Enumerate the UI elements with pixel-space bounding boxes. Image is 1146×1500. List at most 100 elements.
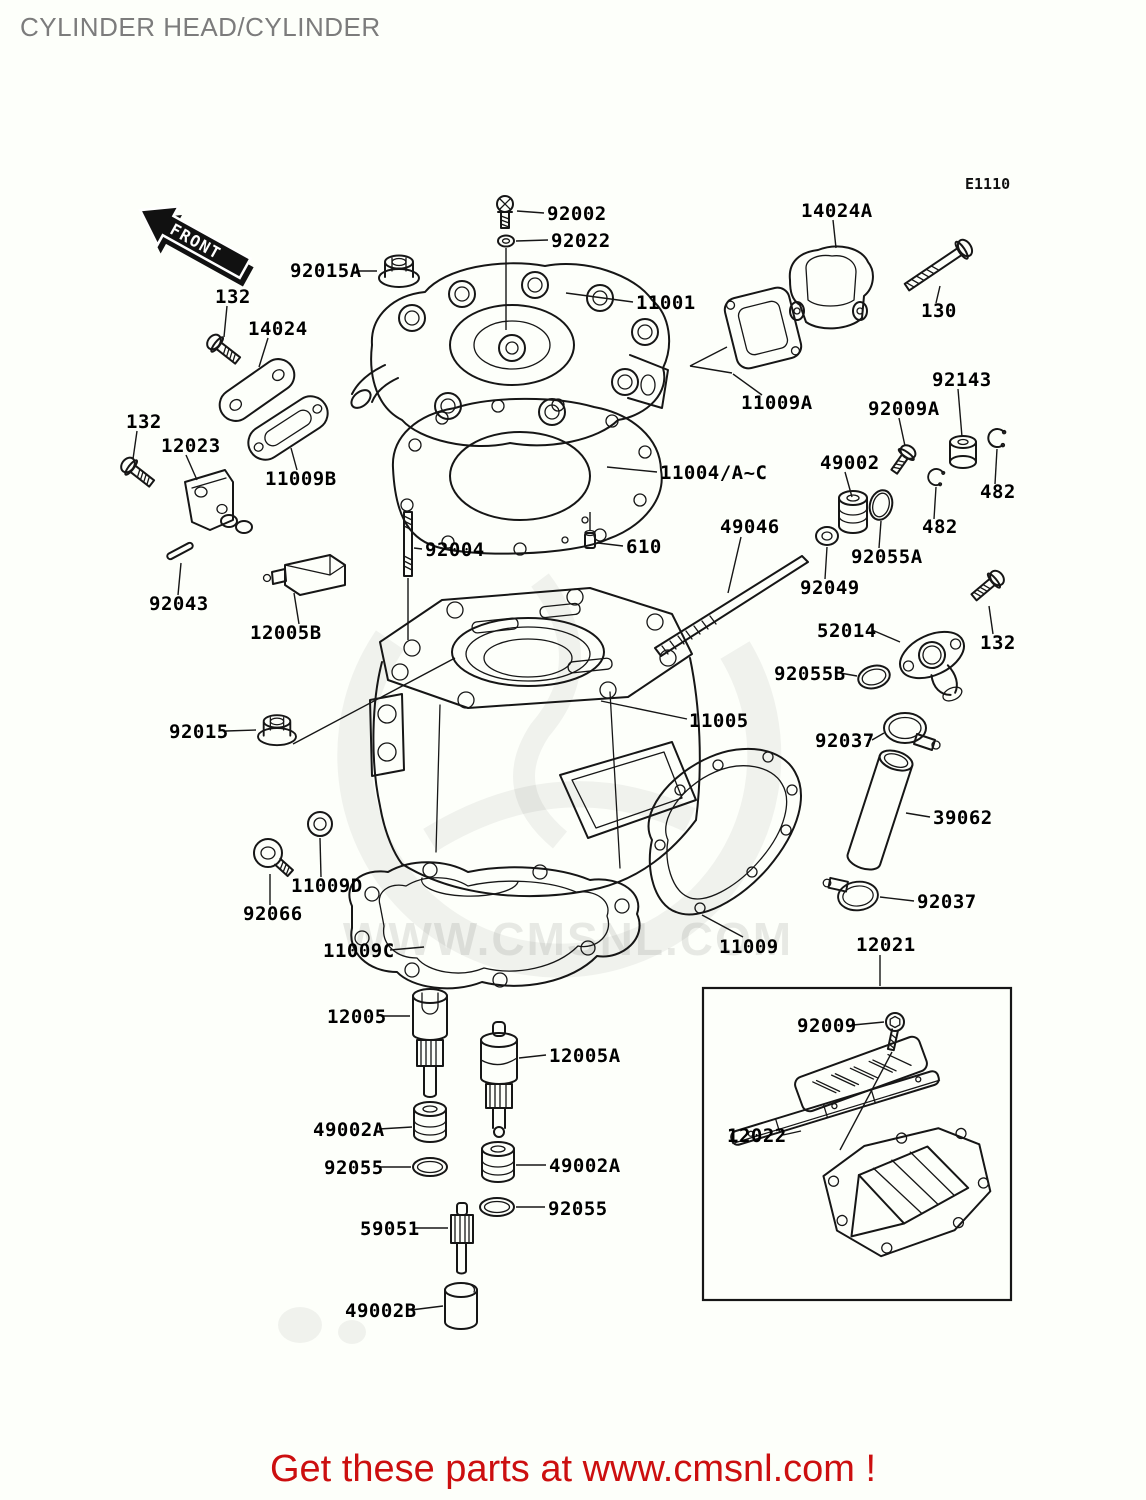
part-label-screw-92009a: 92009A [868,398,940,420]
leader-washer-92022 [515,239,549,242]
cap-14024a-drawing [788,245,874,330]
dowel-610-drawing [584,512,596,549]
footer-promo-text: Get these parts at www.cmsnl.com ! [269,1448,877,1490]
nut-92015-drawing [257,714,297,747]
part-label-inset-12021: 12021 [856,934,916,956]
reed-12022-drawing [730,1070,941,1146]
labels-layer: 920029202292015A1100114024A1301321402411… [126,200,1016,1322]
part-label-bolt-132-left: 132 [126,411,162,433]
leader-screw-92009a [898,417,906,447]
part-label-spool-49002a-left: 49002A [313,1119,385,1141]
gear-59051-drawing [450,1202,474,1275]
bushing-92049-drawing [815,526,839,546]
tube-39062-drawing [846,749,914,871]
page-title: CYLINDER HEAD/CYLINDER [20,12,381,42]
part-label-cylinder-head-11001: 11001 [636,292,696,314]
base-gasket-drawing [348,861,641,990]
leader-cylinder-11005 [600,700,688,720]
clamp-92037-upper-drawing [883,712,941,751]
bolt-132-left-drawing [116,453,159,492]
diagram-code: E1110 [965,175,1010,193]
leader-cap-14024a [832,219,837,249]
leader-dowel-610 [597,542,624,547]
part-label-screw-92009: 92009 [797,1015,857,1037]
reed-gasket-drawing [647,747,802,916]
part-label-gasket-11009a: 11009A [741,392,813,414]
leader-reed-gasket-11009 [701,914,744,938]
leader-bolt-132-right [988,605,994,635]
bushing-49002-drawing [838,490,868,534]
part-label-actuator-12005b: 12005B [250,622,322,644]
part-label-joint-52014: 52014 [817,620,877,642]
part-label-clamp-92037-lower: 92037 [917,891,977,913]
oring-92055-right-drawing [479,1197,515,1217]
shaft-49046-drawing [654,555,809,657]
part-label-oring-92055-right: 92055 [548,1198,608,1220]
part-label-gear-59051: 59051 [360,1218,420,1240]
leader-nut-92015 [225,729,257,732]
leader-head-gasket-11004 [606,466,658,473]
cylinder-head-drawing [350,262,671,447]
leader-gasket-11009b [290,447,298,471]
oring-92055b-drawing [857,664,891,690]
leader-spool-49002a-left [378,1126,413,1130]
watermark-text: WWW.CMSNL.COM [343,913,793,965]
joint-52014-drawing [899,630,965,702]
spool-49002a-left-drawing [413,1101,447,1143]
part-label-head-gasket-11004: 11004/A~C [660,462,767,484]
part-label-clamp-92037-upper: 92037 [815,730,875,752]
part-label-bolt-92066: 92066 [243,903,303,925]
leader-gasket-11009a [732,373,763,396]
oring-92055-left-drawing [412,1157,448,1177]
leader-stud-92004 [413,547,423,550]
oring-92055a-drawing [868,489,894,521]
part-label-cap-14024a: 14024A [801,200,873,222]
leader-plate-14024 [258,337,269,368]
part-label-bolt-132-top-left: 132 [215,286,251,308]
cylinder-drawing [369,587,701,897]
bracket-12023-drawing [184,469,253,534]
part-label-oring-92055a: 92055A [851,546,923,568]
part-label-bolt-130: 130 [921,300,957,322]
part-label-spool-49002a-right: 49002A [549,1155,621,1177]
washer-11009d-drawing [307,811,333,837]
leader-washer-11009d [319,837,322,878]
leader-collar-92143 [957,388,963,438]
bolt-130-drawing [903,238,974,292]
part-label-circlip-482-a: 482 [980,481,1016,503]
leader-oring-92055a [878,520,882,549]
leader-joint-52014 [871,629,901,643]
head-gasket-drawing [391,397,663,556]
part-label-bracket-12023: 12023 [161,435,221,457]
screw-92002-drawing [496,195,514,229]
leader-bolt-132-top-left [223,305,228,338]
reed-stopper-drawing [794,1035,928,1113]
leader-clamp-92037-upper [871,732,885,741]
gasket-11009b-drawing [247,395,329,461]
leader-bushing-92049 [824,546,828,580]
leader-shaft-49046 [727,536,742,594]
part-label-screw-92002: 92002 [547,203,607,225]
leader-circlip-482-b [933,486,937,520]
spool-49002a-right-drawing [481,1141,515,1183]
pin-92043-drawing [166,541,194,561]
cup-49002b-drawing [444,1282,478,1330]
part-label-base-gasket-11009c: 11009C [323,940,395,962]
leader-pin-92043 [177,562,182,596]
leader-screw-92002 [516,210,545,214]
bolt-92066-drawing [253,838,294,878]
inset-box-12021 [701,986,1013,1302]
part-label-stud-92004: 92004 [425,539,485,561]
leader-bushing-49002 [844,471,853,498]
leader-bolt-130 [935,285,941,304]
leader-clamp-92037-lower [879,896,915,902]
gasket-11009a-drawing [723,286,803,370]
part-label-tube-39062: 39062 [933,807,993,829]
plate-14024-drawing [218,358,296,422]
clamp-92037-lower-drawing [821,872,881,915]
part-label-bushing-92049: 92049 [800,577,860,599]
valve-12005a-drawing [480,1021,518,1138]
part-label-valve-12005: 12005 [327,1006,387,1028]
collar-92143-drawing [949,435,977,469]
